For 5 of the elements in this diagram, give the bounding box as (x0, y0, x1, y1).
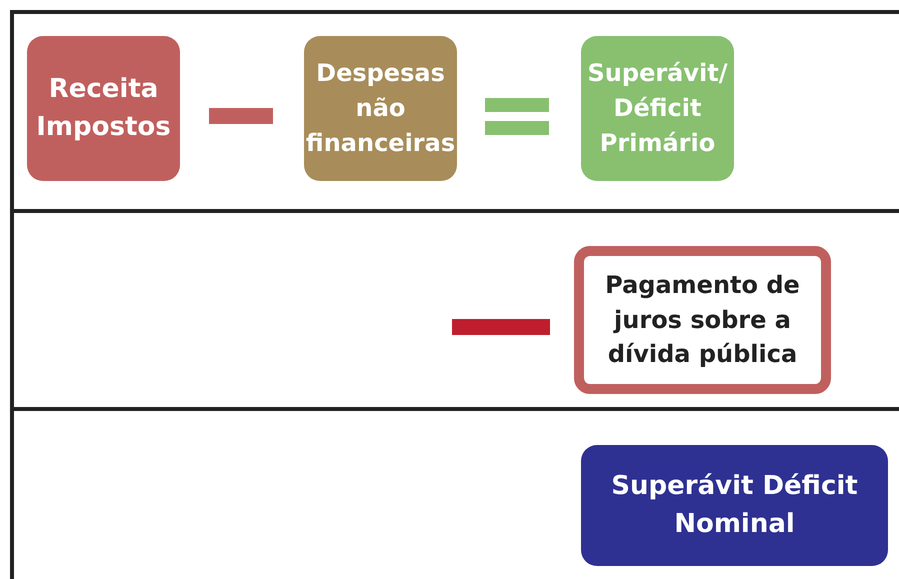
process-box: Pagamento de juros sobre a dívida pública (574, 246, 831, 394)
process-box: Despesas não financeiras (304, 36, 457, 181)
process-box: Receita Impostos (27, 36, 180, 181)
process-box: Superávit/ Déficit Primário (581, 36, 734, 181)
process-box: Superávit Déficit Nominal (581, 445, 888, 566)
